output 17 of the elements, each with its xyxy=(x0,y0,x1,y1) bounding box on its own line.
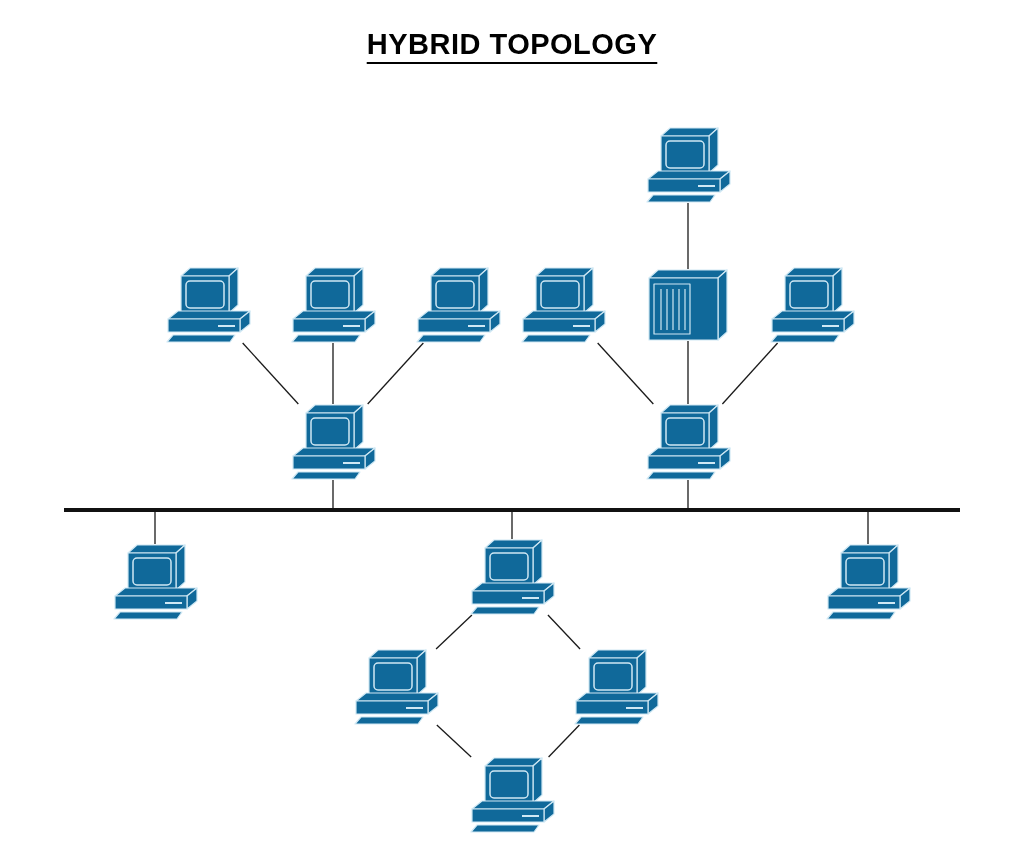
cable-line xyxy=(687,340,689,405)
cable-line xyxy=(547,724,581,758)
cable-line xyxy=(721,342,779,405)
cable-line xyxy=(154,511,156,545)
cable-line xyxy=(687,202,689,270)
cable-line xyxy=(597,342,654,405)
cable-line xyxy=(332,342,334,405)
cable-line xyxy=(511,511,513,540)
cable-line xyxy=(367,342,424,405)
cable-line xyxy=(435,614,473,650)
cable-line xyxy=(547,614,581,650)
cable-line xyxy=(436,724,472,758)
cable-line xyxy=(687,479,689,509)
cable-line xyxy=(867,511,869,545)
cable-line xyxy=(332,479,334,509)
diagram-title: HYBRID TOPOLOGY xyxy=(366,28,658,60)
cable-line xyxy=(242,342,299,405)
